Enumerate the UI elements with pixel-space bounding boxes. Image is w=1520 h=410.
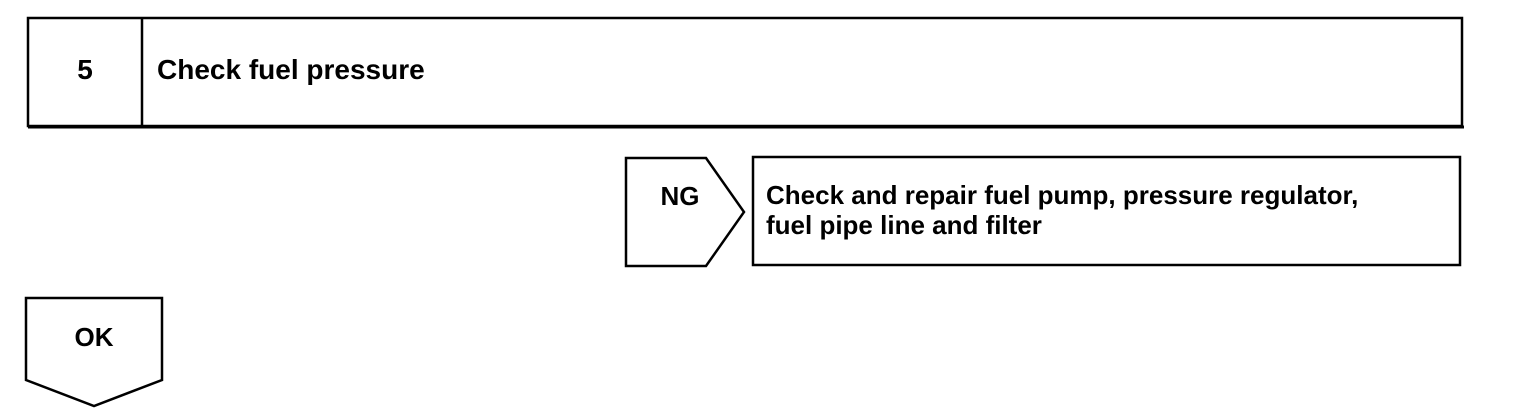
ng-arrow-shape (624, 156, 746, 268)
ok-arrow-shape (24, 296, 164, 408)
ok-label: OK (74, 322, 114, 352)
ng-action-box (751, 155, 1462, 267)
step-number: 5 (77, 54, 93, 85)
ng-action-line-2: fuel pipe line and filter (766, 210, 1042, 240)
step-title: Check fuel pressure (157, 54, 425, 85)
ng-label: NG (660, 181, 700, 211)
ng-action-text: Check and repair fuel pump, pressure reg… (766, 180, 1358, 240)
ng-action-line-1: Check and repair fuel pump, pressure reg… (766, 180, 1359, 210)
